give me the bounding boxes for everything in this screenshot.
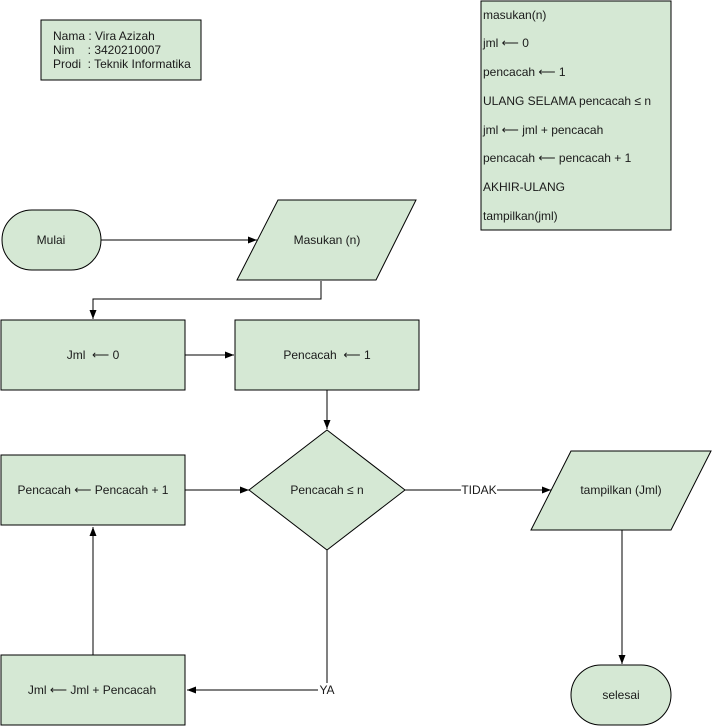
pseudocode-line: masukan(n): [483, 8, 546, 22]
edges: [89, 236, 626, 694]
info-nim: Nim : 3420210007: [53, 43, 161, 57]
edge-input-to-jml: [89, 281, 322, 319]
edge-label-no: TIDAK: [461, 483, 496, 497]
pseudocode-line: ULANG SELAMA pencacah ≤ n: [483, 94, 651, 108]
pseudocode-line: AKHIR-ULANG: [483, 180, 565, 194]
accumulate-node: Jml ⟵ Jml + Pencacah: [0, 654, 186, 726]
init-jml-label: Jml ⟵ 0: [67, 348, 120, 362]
pseudocode-line: tampilkan(jml): [483, 209, 558, 223]
condition-node: Pencacah ≤ n: [248, 429, 406, 551]
condition-label: Pencacah ≤ n: [290, 483, 363, 497]
pseudocode-line: jml ⟵ jml + pencacah: [482, 123, 603, 137]
increment-node: Pencacah ⟵ Pencacah + 1: [0, 454, 186, 526]
output-node: tampilkan (Jml): [530, 450, 712, 531]
input-node: Masukan (n): [236, 199, 417, 281]
end-node: selesai: [570, 664, 672, 726]
edge-label-yes: YA: [319, 683, 334, 697]
pseudocode-line: pencacah ⟵ 1: [483, 65, 566, 79]
increment-label: Pencacah ⟵ Pencacah + 1: [18, 483, 169, 497]
end-label: selesai: [602, 688, 639, 702]
pseudocode-line: jml ⟵ 0: [482, 36, 529, 50]
info-name: Nama : Vira Azizah: [53, 29, 155, 43]
accumulate-label: Jml ⟵ Jml + Pencacah: [28, 683, 156, 697]
pseudocode-box: masukan(n) jml ⟵ 0 pencacah ⟵ 1 ULANG SE…: [480, 0, 672, 231]
init-pencacah-node: Pencacah ⟵ 1: [234, 319, 420, 391]
init-jml-node: Jml ⟵ 0: [0, 319, 186, 391]
pseudocode-line: pencacah ⟵ pencacah + 1: [483, 151, 632, 165]
edge-labels: TIDAK YA: [318, 483, 497, 697]
info-box: Nama : Vira Azizah Nim : 3420210007 Prod…: [40, 19, 202, 81]
init-pencacah-label: Pencacah ⟵ 1: [283, 348, 371, 362]
edge-condition-to-accumulate: [187, 550, 328, 694]
info-prodi: Prodi : Teknik Informatika: [53, 57, 191, 71]
start-node: Mulai: [1, 209, 102, 271]
input-label: Masukan (n): [294, 233, 361, 247]
output-label: tampilkan (Jml): [580, 483, 661, 497]
start-label: Mulai: [37, 233, 66, 247]
